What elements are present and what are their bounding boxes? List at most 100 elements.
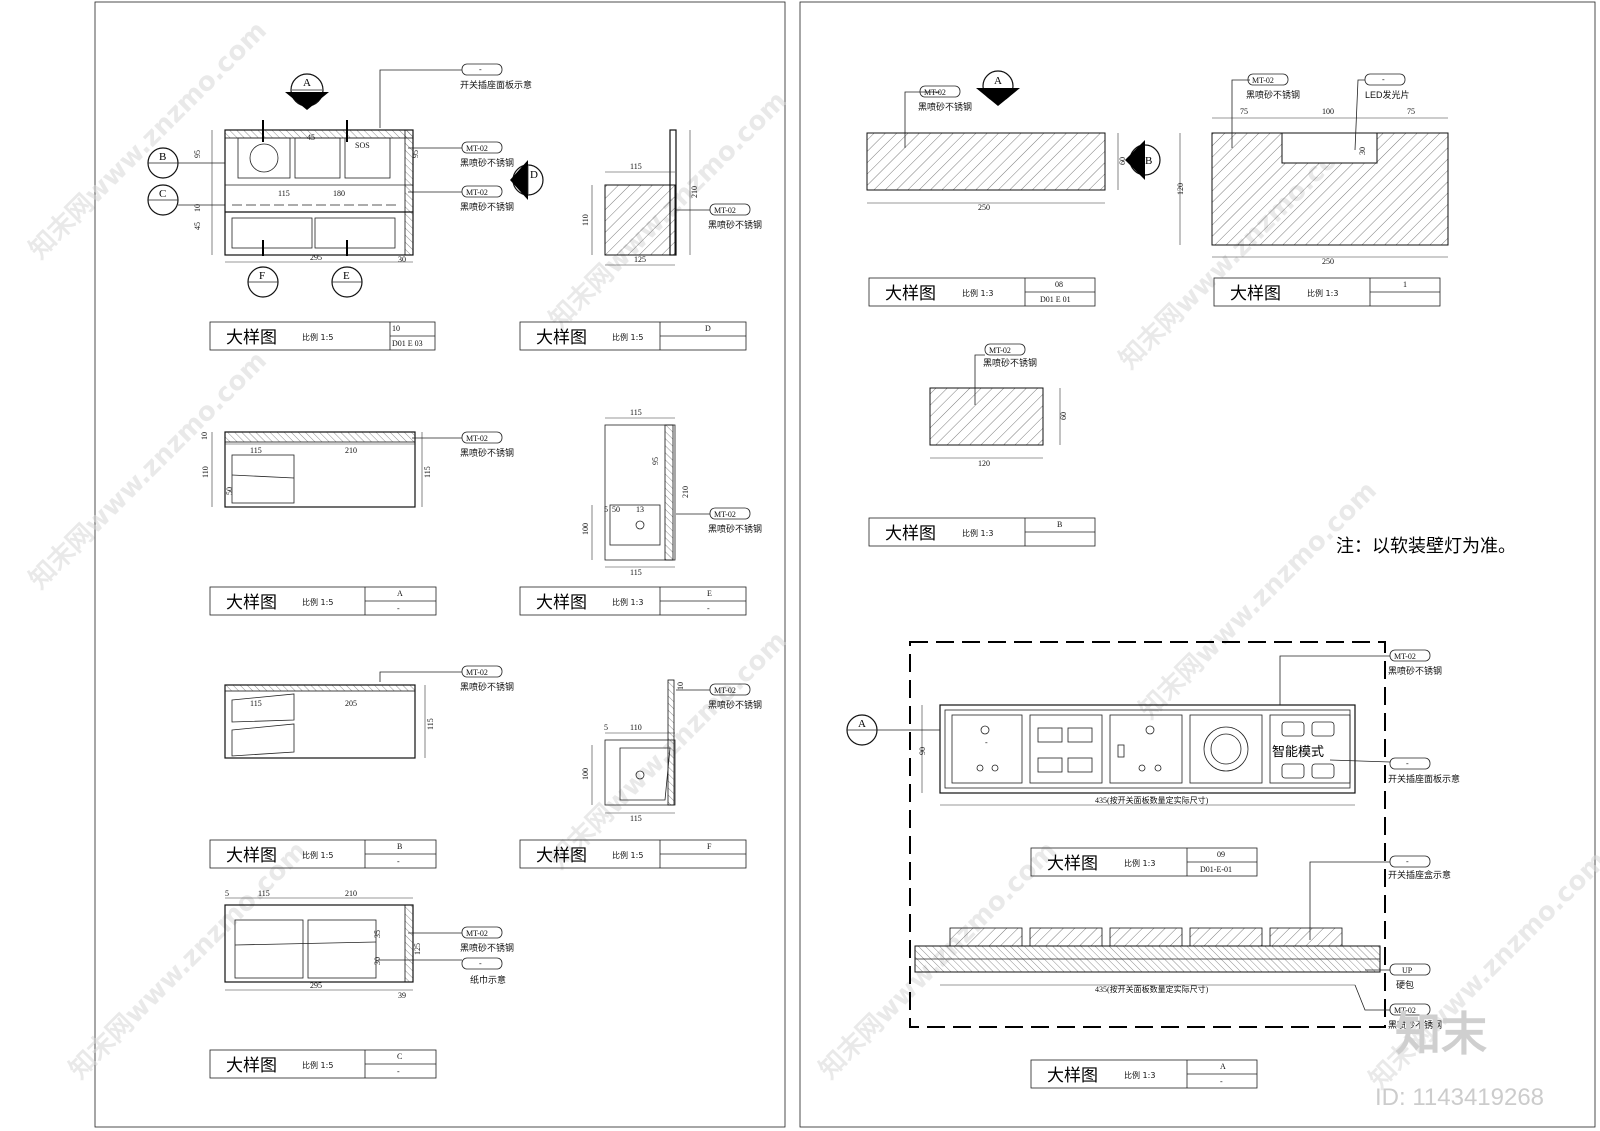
title-block-1: 大样图 比例 1:3 1 [1213,277,1441,307]
detail-a-plan: 115 210 110 50 115 10 MT-02 黑喷砂不锈钢 [200,431,514,508]
svg-text:MT-02: MT-02 [466,188,488,197]
sos-label: SOS [355,141,370,150]
title-block-d: 大样图 比例 1:5 D [519,321,747,351]
svg-text:MT-02: MT-02 [714,686,736,695]
svg-text:1: 1 [1403,280,1407,289]
svg-text:大样图: 大样图 [1047,1066,1098,1086]
svg-text:黑喷砂不锈钢: 黑喷砂不锈钢 [460,157,514,168]
detail-b-plan: 115 205 115 MT-02 黑喷砂不锈钢 [224,665,514,759]
switch-box-note: 开关插座盒示意 [1388,869,1451,880]
svg-text:30: 30 [1358,147,1367,155]
detail-08: 250 60 MT-02 黑喷砂不锈钢 A B [866,70,1161,212]
watermark-text-5: 知末网www.znzmo.com [64,836,313,1085]
detail-1-led: 75 100 75 250 120 30 MT-02 黑喷砂不锈钢 - LED发… [1176,73,1449,266]
svg-text:125: 125 [413,943,422,955]
left-sheet-border [94,1,786,1128]
svg-text:5: 5 [225,889,229,898]
detail-c-plan: 115 210 5 295 39 35 30 125 MT-02 黑喷砂不锈钢 … [224,889,514,1000]
svg-text:黑喷砂不锈钢: 黑喷砂不锈钢 [460,201,514,212]
svg-text:-: - [1382,75,1385,84]
svg-text:210: 210 [690,186,699,198]
bubble-d-right: D [510,160,544,200]
svg-text:120: 120 [1176,183,1185,195]
svg-text:180: 180 [333,189,345,198]
svg-text:-: - [1220,1077,1223,1086]
svg-text:09: 09 [1217,850,1225,859]
svg-text:30: 30 [398,255,406,264]
detail-f-section: 110 5 115 100 10 MT-02 黑喷砂不锈钢 [581,679,762,823]
svg-text:110: 110 [630,723,642,732]
watermark-text-7: 知末网www.znzmo.com [1134,476,1383,725]
svg-text:295: 295 [310,253,322,262]
svg-text:A: A [303,77,311,89]
bubble-c-left: C [147,184,225,216]
svg-text:F: F [259,270,265,282]
svg-text:39: 39 [398,991,406,1000]
svg-text:10: 10 [392,324,400,333]
svg-text:E: E [343,270,350,282]
svg-text:115: 115 [278,189,290,198]
svg-text:95: 95 [411,150,420,158]
svg-text:MT-02: MT-02 [1394,652,1416,661]
svg-text:比例 1:3: 比例 1:3 [1124,1070,1155,1080]
title-block-c: 大样图 比例 1:5 C - [209,1049,437,1079]
paper-towel-note: 纸巾示意 [470,974,506,985]
svg-text:100: 100 [1322,107,1334,116]
watermark-text-3: 知末网www.znzmo.com [24,346,273,595]
dial-panel-4 [1189,714,1263,784]
svg-text:-: - [397,857,400,866]
svg-text:50: 50 [225,487,234,495]
svg-text:90: 90 [918,747,927,755]
svg-text:大样图: 大样图 [226,846,277,866]
title-block-b: 大样图 比例 1:5 B - [209,839,437,869]
dimmer-dial-icon [1203,726,1249,772]
svg-text:大样图: 大样图 [226,328,277,348]
image-id-watermark: ID: 1143419268 [1375,1084,1544,1111]
svg-text:-: - [707,604,710,613]
svg-text:黑喷砂不锈钢: 黑喷砂不锈钢 [1388,1019,1442,1030]
bubble-b-left: B [147,147,225,179]
svg-text:115: 115 [630,408,642,417]
svg-text:125: 125 [634,255,646,264]
svg-text:08: 08 [1055,280,1063,289]
socket-panel-1: - [951,714,1023,784]
bubble-f-bottom: F [247,266,279,298]
svg-text:10: 10 [676,682,685,690]
svg-text:MT-02: MT-02 [466,434,488,443]
switch-panel-note: 开关插座面板示意 [460,79,532,90]
title-block-b-right: 大样图 比例 1:3 B [868,517,1096,547]
svg-text:60: 60 [1059,412,1068,420]
svg-text:大样图: 大样图 [226,1056,277,1076]
svg-text:MT-02: MT-02 [1394,1006,1416,1015]
bubble-a-top: A [285,73,329,110]
svg-text:黑喷砂不锈钢: 黑喷砂不锈钢 [708,699,762,710]
detail-10-elevation: SOS 295 30 115 180 45 95 10 45 95 [193,120,420,264]
svg-text:5: 5 [604,505,608,514]
svg-text:MT-02: MT-02 [714,510,736,519]
svg-text:D: D [705,324,711,333]
svg-text:-: - [985,738,988,747]
title-block-e: 大样图 比例 1:3 E - [519,586,747,616]
svg-text:比例 1:5: 比例 1:5 [302,597,333,607]
svg-text:100: 100 [581,523,590,535]
svg-text:大样图: 大样图 [536,846,587,866]
title-block-f: 大样图 比例 1:5 F [519,839,747,869]
svg-text:A: A [994,75,1002,87]
smart-mode-label: 智能模式 [1272,745,1324,760]
svg-text:D: D [530,169,538,181]
svg-text:-: - [397,1067,400,1076]
svg-text:黑喷砂不锈钢: 黑喷砂不锈钢 [708,523,762,534]
svg-text:MT-02: MT-02 [714,206,736,215]
svg-text:10: 10 [193,204,202,212]
svg-text:210: 210 [345,889,357,898]
svg-text:硬包: 硬包 [1396,979,1414,990]
svg-text:205: 205 [345,699,357,708]
svg-text:E: E [707,589,712,598]
svg-text:比例 1:3: 比例 1:3 [962,288,993,298]
svg-text:比例 1:3: 比例 1:3 [1307,288,1338,298]
svg-text:5: 5 [604,723,608,732]
svg-text:黑喷砂不锈钢: 黑喷砂不锈钢 [1246,89,1300,100]
watermark-text-1: 知末网www.znzmo.com [24,16,273,265]
title-block-09: 大样图 比例 1:3 09 D01-E-01 [1030,847,1258,877]
